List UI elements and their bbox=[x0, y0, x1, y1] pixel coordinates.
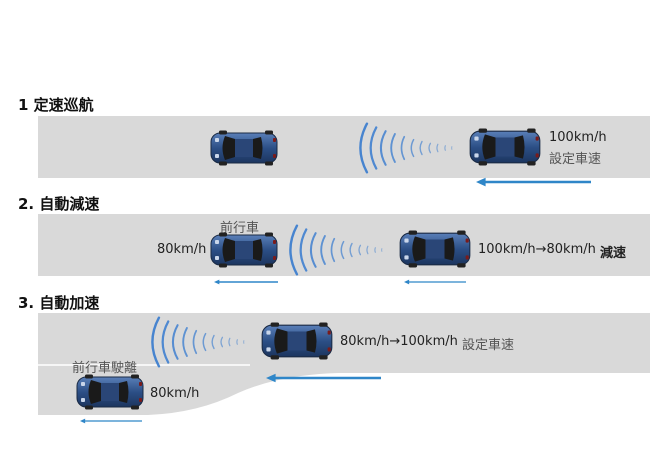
section-3-lead-speed: 80km/h bbox=[150, 386, 200, 401]
section-3-heading: 3. 自動加速 bbox=[18, 294, 100, 312]
section-3-road bbox=[38, 313, 650, 415]
section-1-own-speed: 100km/h bbox=[549, 130, 607, 145]
section-2-lead-speed: 80km/h bbox=[157, 242, 207, 257]
section-3-lead-car bbox=[74, 374, 146, 410]
section-3-own-mode: 設定車速 bbox=[462, 338, 515, 353]
section-2-lead-arrow bbox=[214, 278, 278, 286]
section-3-own-car bbox=[260, 322, 334, 360]
section-3-own-arrow bbox=[266, 373, 381, 383]
section-2-own-arrow bbox=[404, 278, 466, 286]
section-1-own-car bbox=[468, 128, 542, 166]
section-2-own-car bbox=[398, 230, 472, 268]
section-1-own-arrow bbox=[476, 177, 591, 187]
section-3-radar-waves bbox=[151, 316, 246, 368]
section-2-own-mode: 減速 bbox=[600, 246, 627, 261]
section-1-own-mode: 設定車速 bbox=[549, 152, 602, 167]
section-2-lead-car bbox=[208, 232, 280, 268]
section-3-lead-label: 前行車駛離 bbox=[72, 361, 138, 376]
section-1-road bbox=[38, 116, 650, 178]
section-2-heading: 2. 自動減速 bbox=[18, 195, 100, 213]
section-2-road bbox=[38, 214, 650, 276]
section-2-own-speed: 100km/h→80km/h bbox=[478, 242, 596, 257]
section-2-radar-waves bbox=[289, 224, 384, 276]
section-2-lead-label: 前行車 bbox=[220, 221, 260, 236]
section-1-heading: 1 定速巡航 bbox=[18, 96, 94, 114]
section-3-lead-arrow bbox=[80, 417, 142, 425]
section-3-own-speed: 80km/h→100km/h bbox=[340, 334, 458, 349]
section-1-lead-car bbox=[208, 130, 280, 166]
section-1-radar-waves bbox=[359, 122, 454, 174]
